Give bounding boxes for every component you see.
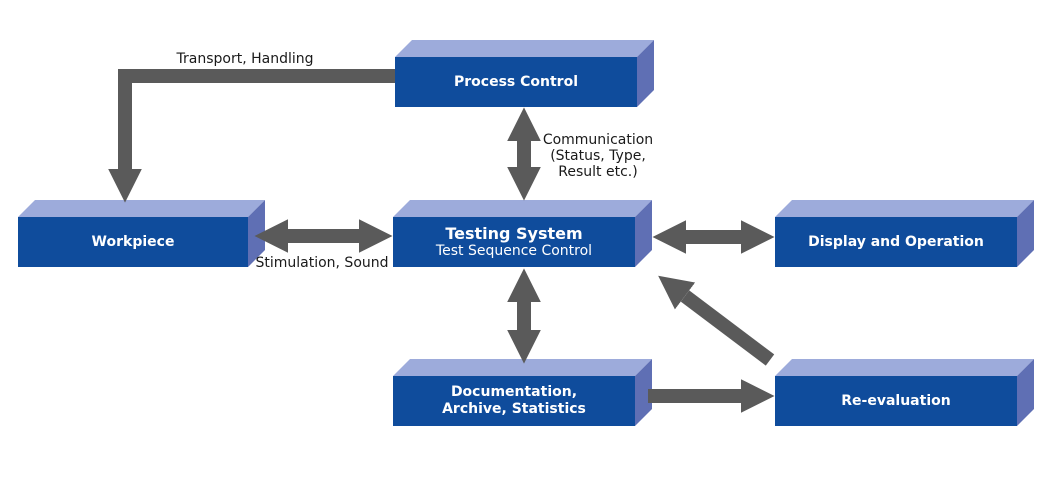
workpiece-label: Workpiece [91, 233, 175, 250]
box-front-face: Documentation, Archive, Statistics [393, 376, 635, 426]
box-documentation: Documentation, Archive, Statistics [393, 359, 652, 426]
box-front-face: Workpiece [18, 217, 248, 267]
process-control-label: Process Control [454, 73, 578, 90]
box-reevaluation: Re-evaluation [775, 359, 1034, 426]
box-front-face: Display and Operation [775, 217, 1017, 267]
reevaluation-return-arrow [658, 275, 775, 366]
box-front-face: Re-evaluation [775, 376, 1017, 426]
display-operation-label: Display and Operation [808, 233, 984, 250]
transport-handling-arrow [108, 69, 395, 203]
box-front-face: Process Control [395, 57, 637, 107]
documentation-label: Documentation, Archive, Statistics [442, 384, 586, 417]
reevaluation-label: Re-evaluation [841, 392, 951, 409]
box-workpiece: Workpiece [18, 200, 265, 267]
stimulation-sound-label: Stimulation, Sound [255, 255, 389, 271]
testing-system-sublabel: Test Sequence Control [435, 243, 593, 259]
box-display-operation: Display and Operation [775, 200, 1034, 267]
testing-system-label: Testing System [445, 224, 583, 243]
transport-handling-label: Transport, Handling [176, 51, 314, 67]
box-testing-system: Testing System Test Sequence Control [393, 200, 652, 267]
box-front-face: Testing System Test Sequence Control [393, 217, 635, 267]
box-process-control: Process Control [395, 40, 654, 107]
communication-label: Communication (Status, Type, Result etc.… [542, 132, 654, 180]
